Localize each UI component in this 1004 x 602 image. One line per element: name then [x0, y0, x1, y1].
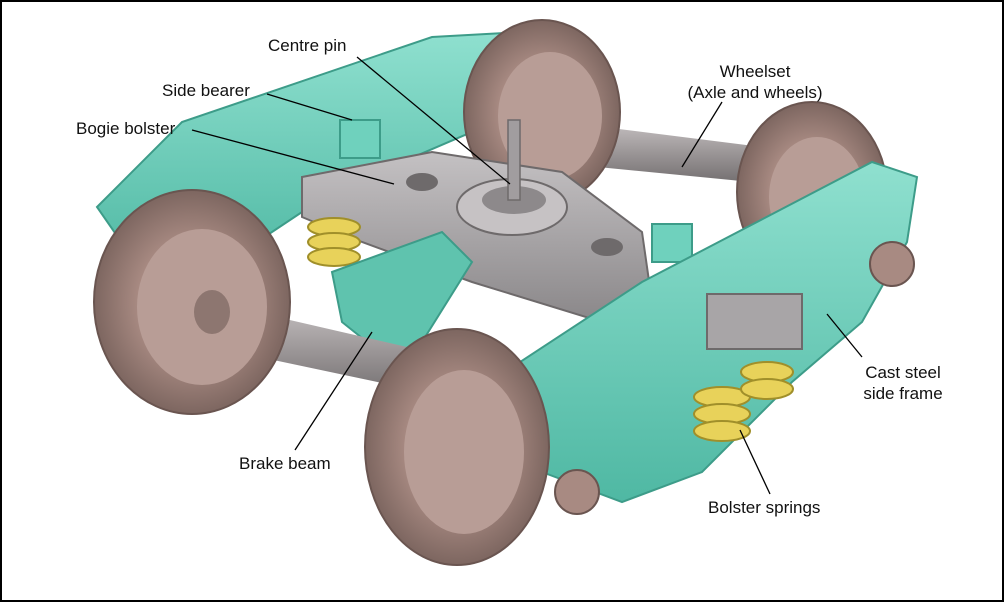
rear-bolster-springs [307, 217, 361, 267]
leader-centre-pin [356, 56, 511, 185]
axle-box-front-right [869, 241, 915, 287]
label-brake-beam: Brake beam [239, 454, 331, 473]
leader-side-bearer [266, 93, 353, 121]
leader-bolster-springs [739, 429, 771, 495]
leader-cast-steel [826, 313, 863, 358]
axle-box-front-left [554, 469, 600, 515]
leader-brake-beam [294, 331, 373, 451]
wheel-front-left [93, 189, 291, 415]
side-bearer-rear [339, 119, 381, 159]
centre-pin-assembly [456, 119, 568, 236]
wheel-front-right [364, 328, 550, 566]
leader-wheelset [681, 101, 723, 168]
label-cast-steel-side-frame: Cast steel side frame [848, 362, 958, 404]
label-cast-steel-line2: side frame [863, 384, 943, 403]
leader-lines [191, 56, 863, 495]
label-side-bearer: Side bearer [162, 81, 250, 100]
label-wheelset: Wheelset (Axle and wheels) [670, 61, 840, 103]
label-wheelset-line1: Wheelset [719, 62, 791, 81]
side-bearer-front [651, 223, 693, 263]
leader-bogie-bolster [191, 129, 395, 185]
label-bogie-bolster: Bogie bolster [76, 119, 176, 138]
label-centre-pin: Centre pin [268, 36, 347, 55]
label-cast-steel-line1: Cast steel [865, 363, 941, 382]
label-bolster-springs: Bolster springs [708, 498, 821, 517]
label-wheelset-line2: (Axle and wheels) [687, 83, 823, 102]
front-bolster-springs [693, 293, 803, 442]
wheel-rear-left [463, 19, 621, 205]
